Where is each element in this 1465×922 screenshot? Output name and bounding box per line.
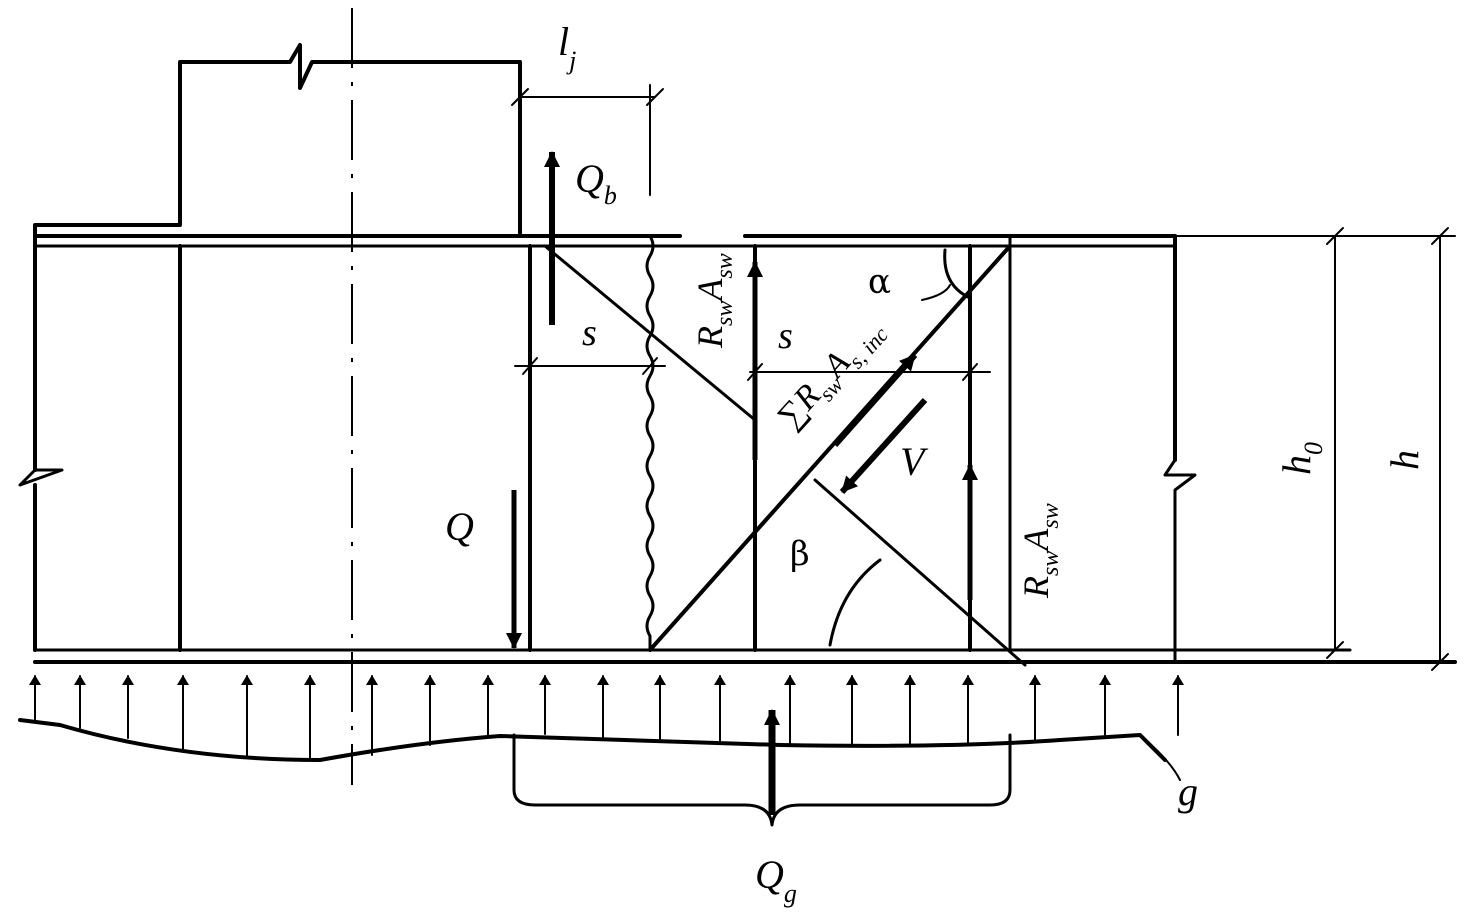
- s-right-label: s: [778, 315, 793, 357]
- crack-line: [645, 234, 655, 652]
- alpha-leader: [921, 284, 951, 301]
- h0-tick-top: [1326, 227, 1344, 245]
- column-outline: [33, 43, 522, 472]
- soil-pressure-curve: [18, 718, 1167, 762]
- h-tick-top: [1431, 227, 1449, 245]
- lj-tick-left: [511, 88, 529, 106]
- rsw-top-label: RswAsw: [690, 253, 738, 349]
- column-break-left: [18, 468, 64, 487]
- qg-label: Qg: [755, 852, 797, 908]
- beta-arc: [828, 558, 882, 647]
- h-tick-bottom: [1431, 653, 1449, 671]
- inclined-force-arrow: [832, 353, 918, 447]
- h0-label: h0: [1274, 442, 1328, 475]
- s-right-tick-b: [962, 363, 978, 381]
- beta-label: β: [790, 534, 810, 574]
- h0-tick-bottom: [1326, 641, 1344, 659]
- inclined-bar-left: [543, 244, 757, 422]
- alpha-label: α: [868, 262, 891, 302]
- qg-brace: [512, 733, 1012, 827]
- s-left-tick-a: [522, 357, 538, 375]
- v-arrow: [839, 397, 928, 495]
- s-left-label: s: [582, 312, 597, 354]
- g-leader: [1139, 734, 1181, 781]
- q-label: Q: [445, 504, 474, 549]
- h-label: h: [1382, 450, 1427, 470]
- stirrup-5-break: [1163, 458, 1197, 664]
- inclined-bar-main: [648, 244, 1012, 652]
- g-label: g: [1178, 769, 1198, 814]
- qb-label: Qb: [575, 156, 617, 210]
- s-left-tick-b: [642, 357, 658, 375]
- soil-pressure-arrows: [29, 675, 1184, 761]
- lj-label: lj: [558, 19, 576, 75]
- rsw-right-label: RswAsw: [1016, 503, 1064, 599]
- v-label: V: [900, 439, 929, 484]
- alpha-arc: [943, 248, 972, 300]
- inclined-bar-right: [813, 478, 1027, 667]
